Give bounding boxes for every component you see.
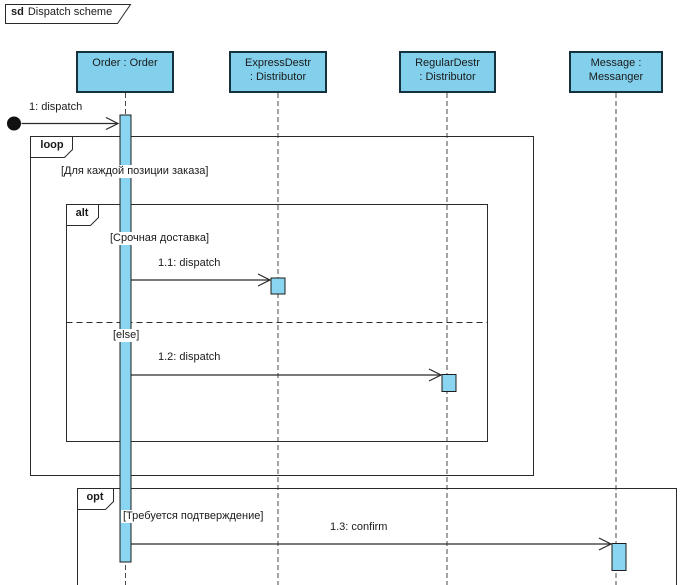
alt-guard-else: [else] [111,329,142,342]
lifeline-head-order[interactable]: Order : Order [76,51,174,93]
message-1-2-label[interactable]: 1.2: dispatch [156,351,223,364]
message-1-label[interactable]: 1: dispatch [27,101,85,114]
diagram-keyword: sd [11,6,24,18]
lifeline-head-expressdestr[interactable]: ExpressDestr : Distributor [229,51,327,93]
lifeline-label-line1: ExpressDestr [244,57,312,69]
message-1-1-label[interactable]: 1.1: dispatch [156,257,223,270]
message-1-3-arrow[interactable] [131,537,613,551]
message-activation-bar[interactable] [611,543,627,571]
loop-operator-pentagon [30,136,73,158]
message-1-2-arrow[interactable] [131,368,443,382]
loop-fragment-frame[interactable] [30,136,534,476]
lifeline-label-line1: Order : Order [92,57,158,69]
opt-operator-pentagon [77,488,114,510]
alt-operator-label: alt [75,207,89,219]
open-arrowhead [257,273,272,287]
lifeline-label-line2: : Distributor [419,71,476,83]
open-arrowhead [428,368,443,382]
opt-fragment-frame[interactable] [77,488,677,585]
diagram-title-pentagon [5,4,132,24]
opt-guard: [Требуется подтверждение] [121,510,266,523]
opt-operator-label: opt [86,491,104,503]
loop-guard: [Для каждой позиции заказа] [59,165,211,178]
found-message-circle [7,116,21,131]
message-1-1-arrow[interactable] [131,273,272,287]
alt-guard-if: [Срочная доставка] [108,232,212,245]
lifeline-label-line1: Message : [590,57,642,69]
loop-operator-label: loop [40,139,64,151]
alt-operator-pentagon [66,204,99,226]
lifeline-head-message[interactable]: Message : Messanger [569,51,663,93]
lifeline-head-regulardestr[interactable]: RegularDestr : Distributor [399,51,496,93]
regulardestr-activation-bar[interactable] [441,374,457,392]
message-1-3-label[interactable]: 1.3: confirm [328,521,390,534]
diagram-name: Dispatch scheme [27,6,113,18]
open-arrowhead [598,537,613,551]
expressdestr-activation-bar[interactable] [270,277,286,295]
open-arrowhead [105,116,120,131]
message-1-arrow[interactable] [7,116,120,131]
lifeline-label-line2: : Distributor [249,71,307,83]
lifeline-label-line1: RegularDestr [415,57,480,69]
lifeline-label-line2: Messanger [588,71,644,83]
